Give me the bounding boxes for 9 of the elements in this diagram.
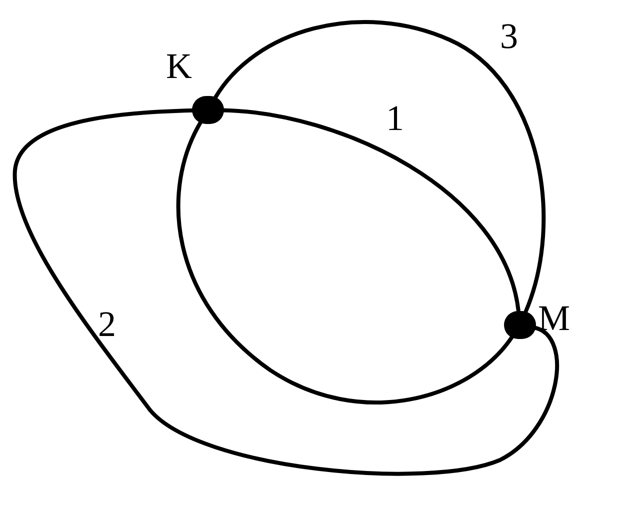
vertex-label: K [166, 48, 192, 84]
curve-line [176, 121, 514, 404]
edge-label: 2 [98, 306, 116, 342]
curve-line [213, 20, 546, 313]
edge-label: 3 [500, 18, 518, 54]
curve-line [222, 108, 520, 312]
vertex-label: M [538, 300, 570, 336]
edge-label: 1 [386, 100, 404, 136]
curve-line [13, 108, 559, 476]
